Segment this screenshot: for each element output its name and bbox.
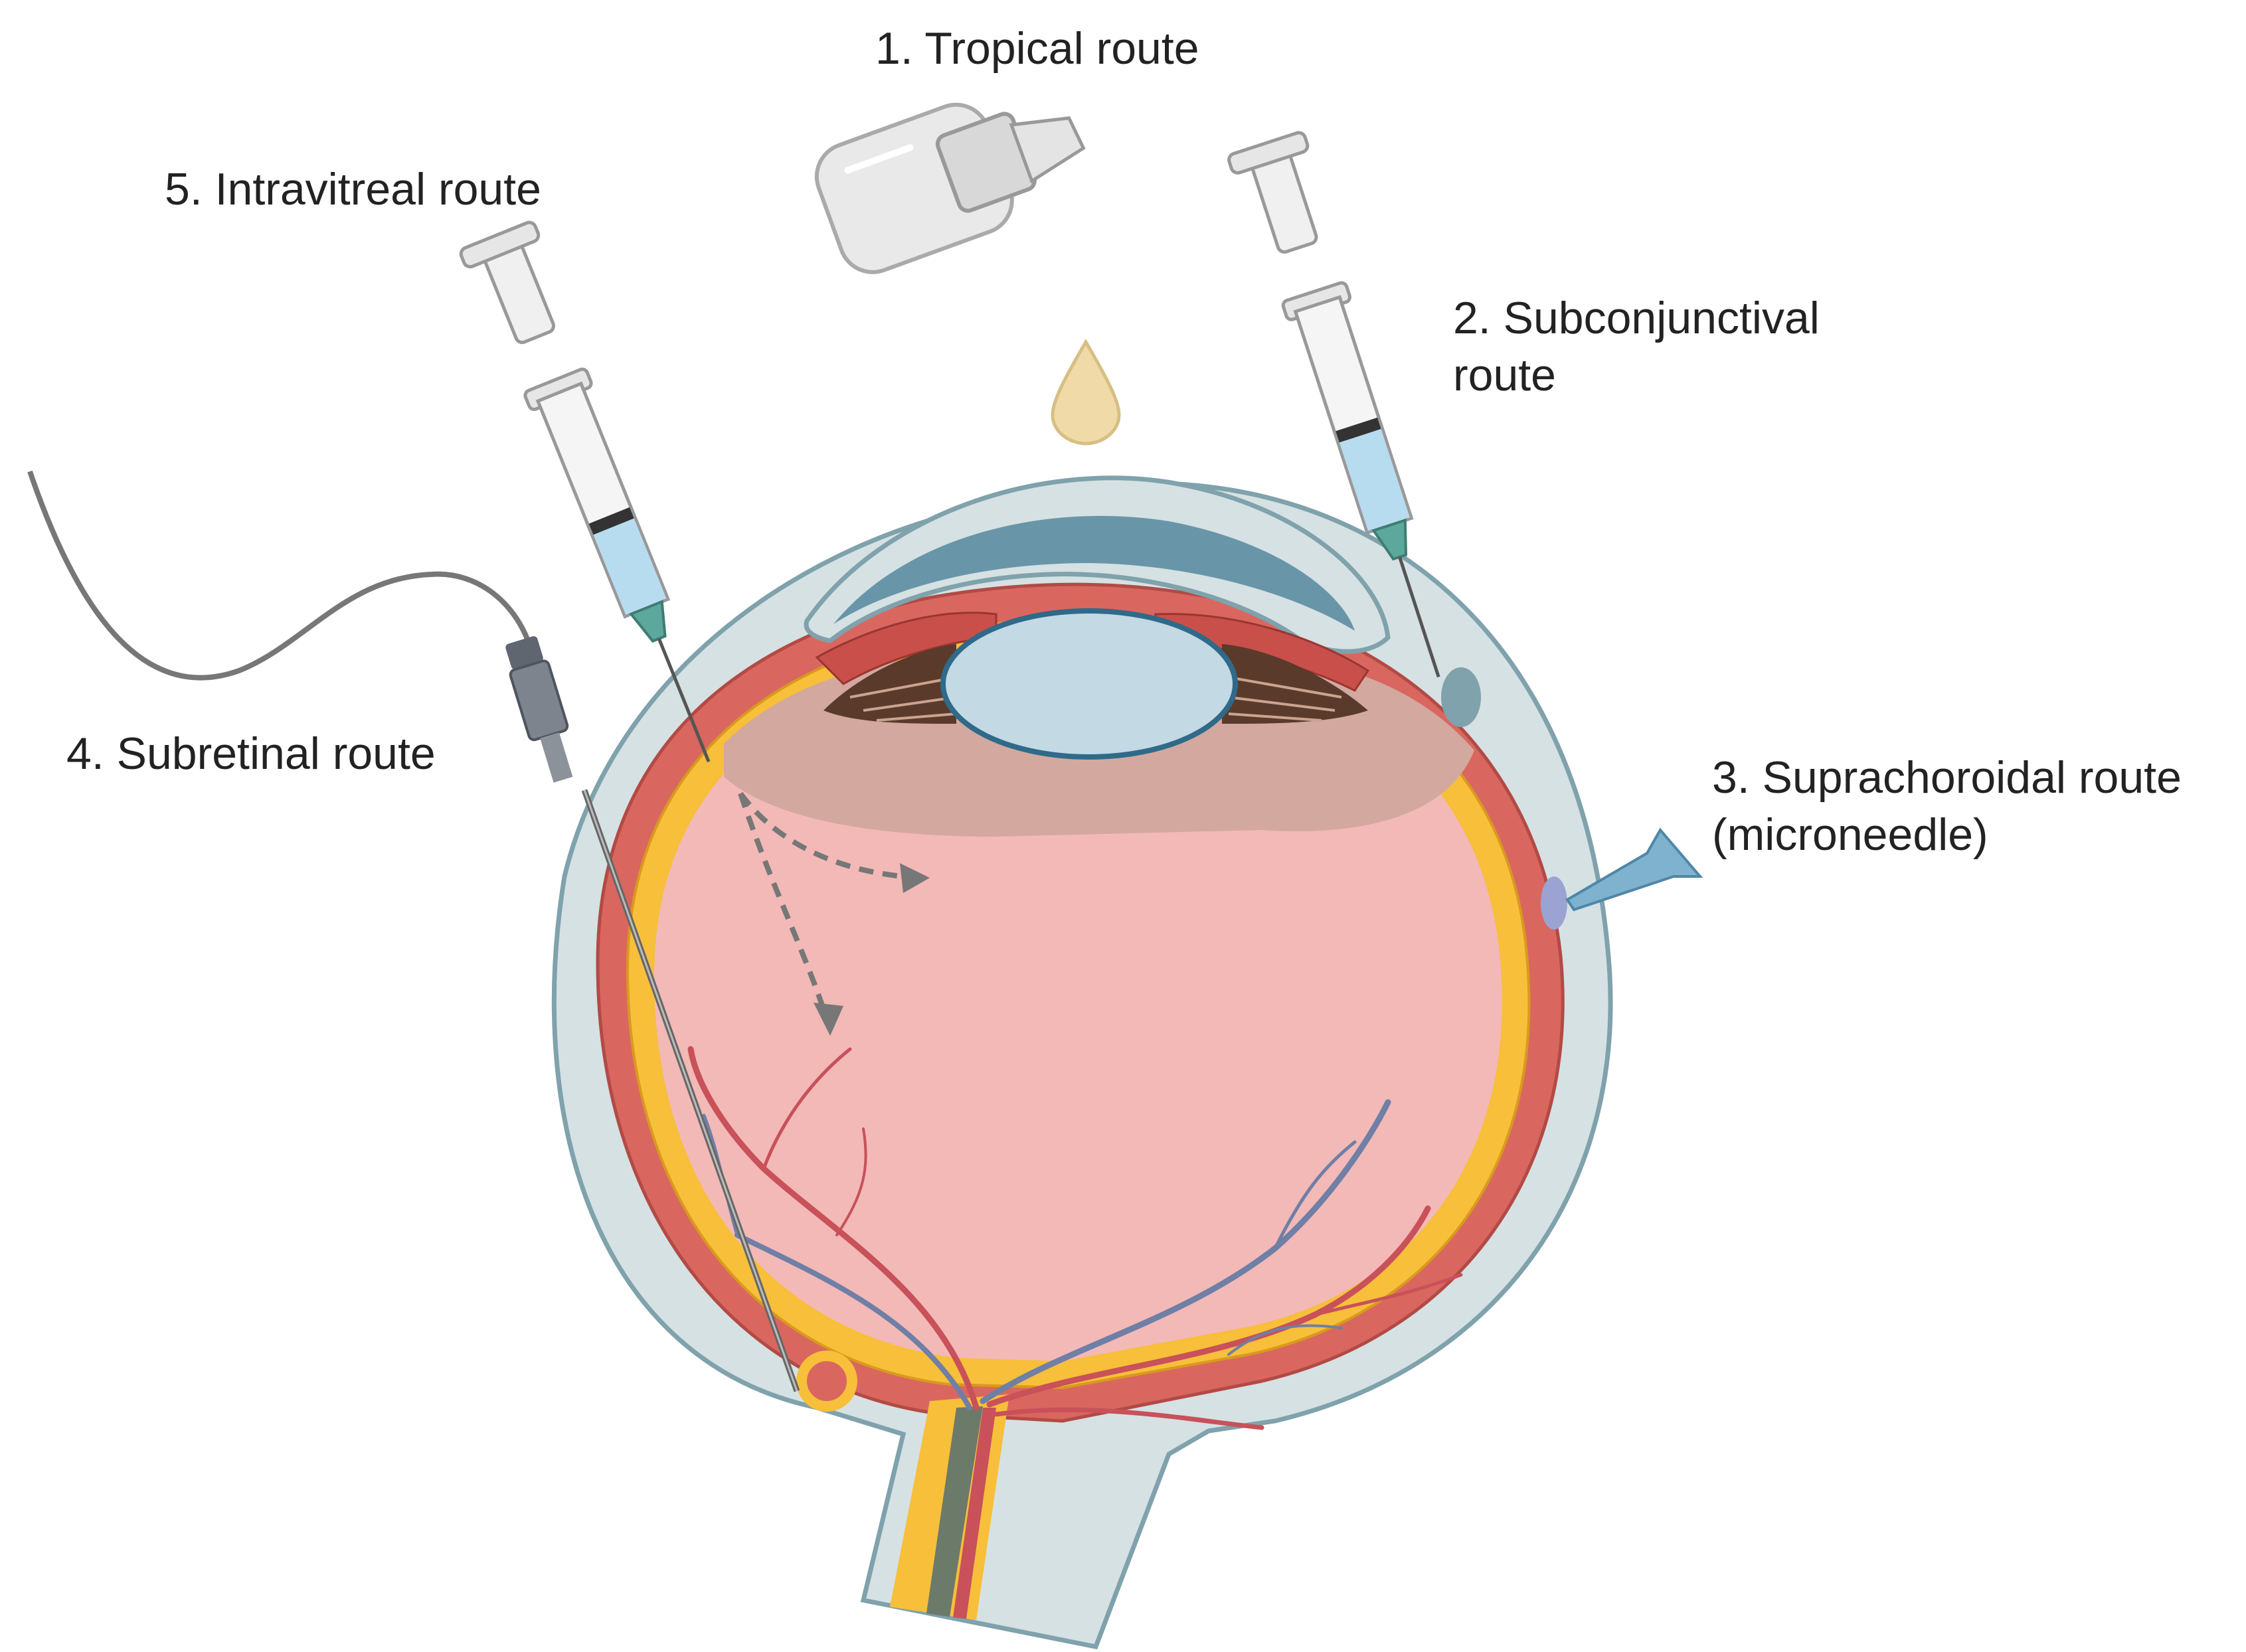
label-tropical-text: 1. Tropical route: [875, 23, 1199, 74]
lens: [940, 608, 1238, 760]
zonule-fibers: [849, 676, 1342, 722]
eye-drop-bottle: [814, 102, 1086, 274]
label-intravitreal-route: 5. Intravitreal route: [165, 161, 541, 218]
eyeball: [551, 475, 1613, 1650]
diffusion-arrows: [738, 791, 904, 1011]
subconjunctival-syringe: [1227, 131, 1440, 678]
catheter-tube: [27, 470, 534, 681]
retinal-vessels: [687, 1046, 1463, 1430]
label-suprachoroidal-line1: 3. Suprachoroidal route: [1712, 752, 2182, 803]
subretinal-catheter: [27, 470, 800, 1392]
label-tropical-route: 1. Tropical route: [875, 20, 1199, 77]
arrowhead-1: [900, 863, 930, 893]
label-intravitreal-text: 5. Intravitreal route: [165, 164, 541, 214]
suprachoroidal-bleb: [1541, 876, 1567, 930]
label-subconjunctival-line2: route: [1453, 350, 1556, 400]
cornea: [804, 475, 1391, 654]
fovea: [796, 1351, 857, 1412]
eye-drop: [1051, 339, 1121, 446]
label-subretinal-text: 4. Subretinal route: [66, 728, 436, 779]
optic-nerve-core: [926, 1406, 983, 1617]
label-subconjunctival-line1: 2. Subconjunctival: [1453, 293, 1820, 343]
label-subretinal-route: 4. Subretinal route: [66, 725, 436, 782]
microneedle: [1565, 827, 1703, 912]
label-suprachoroidal-line2: (microneedle): [1712, 809, 1988, 860]
arrowhead-2: [814, 1003, 843, 1036]
label-suprachoroidal-route: 3. Suprachoroidal route (microneedle): [1712, 749, 2182, 863]
anterior-chamber: [833, 516, 1355, 631]
subconjunctival-bleb: [1441, 667, 1481, 727]
intravitreal-syringe: [459, 220, 711, 763]
ciliary-muscle-left: [823, 644, 956, 724]
optic-vessel: [953, 1408, 996, 1619]
label-subconjunctival-route: 2. Subconjunctival route: [1453, 289, 1820, 404]
ciliary-muscle-right: [1222, 644, 1368, 724]
